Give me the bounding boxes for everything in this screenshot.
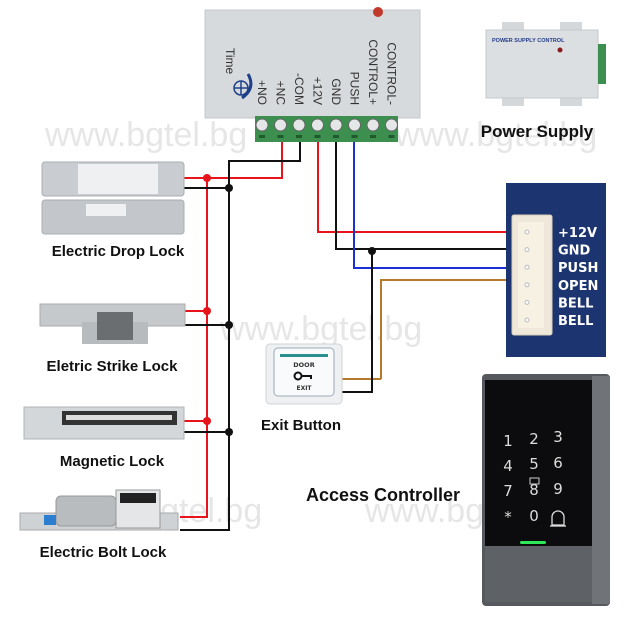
power-supply-unit: Time +NO +NC -COM +12V GND PUSH CONTROL+ CONTRO… xyxy=(204,7,421,142)
keypad-key[interactable]: 3 xyxy=(553,428,563,446)
magnetic-lock-label: Magnetic Lock xyxy=(60,453,165,470)
terminal-screw-icon[interactable] xyxy=(348,118,361,132)
terminal-label: +12V xyxy=(311,77,325,105)
key-icon xyxy=(293,371,312,381)
wire-gnd xyxy=(335,142,514,250)
terminal-slot xyxy=(333,135,339,138)
connector-pin xyxy=(524,317,530,323)
keypad-key[interactable]: 4 xyxy=(503,457,513,475)
keypad-key[interactable]: 6 xyxy=(553,454,563,472)
terminal-slot xyxy=(388,135,395,138)
connector-pin xyxy=(524,247,530,253)
keypad-key[interactable]: * xyxy=(504,508,512,526)
magnetic-lock xyxy=(23,406,185,440)
terminal-label: +NO xyxy=(255,80,269,105)
exit-button[interactable]: DOOR EXIT xyxy=(265,343,343,405)
terminal-label: PUSH xyxy=(348,72,362,105)
connector-pin-label: BELL xyxy=(558,296,593,311)
wire-open xyxy=(380,279,514,379)
keypad-key[interactable]: 1 xyxy=(503,432,513,450)
keypad-key[interactable]: 8 xyxy=(529,481,539,499)
junctions xyxy=(203,174,376,436)
terminal-slot xyxy=(296,135,302,138)
connector-pin-label: OPEN xyxy=(558,279,598,294)
bus-positive xyxy=(180,178,208,518)
connector-pin-label: +12V xyxy=(558,226,597,241)
status-led xyxy=(520,541,546,544)
watermark: www.bgtel.bg xyxy=(219,310,422,348)
connector-pin xyxy=(524,264,530,270)
connector-pin xyxy=(524,299,530,305)
terminal-slot xyxy=(277,135,284,138)
wire-com xyxy=(180,142,301,531)
keypad-key[interactable]: 9 xyxy=(553,480,563,498)
exit-text: EXIT xyxy=(296,385,312,392)
wire-nc xyxy=(180,142,283,179)
connector-pin xyxy=(524,229,530,235)
keypad-key[interactable]: 2 xyxy=(529,430,539,448)
power-supply-photo: POWER SUPPLY CONTROL xyxy=(485,22,606,106)
timer-knob-icon xyxy=(233,73,253,100)
keypad-key[interactable]: 5 xyxy=(529,455,539,473)
terminal-label: -COM xyxy=(292,73,306,105)
terminal-label: +NC xyxy=(274,81,288,106)
card-icon xyxy=(529,477,540,485)
keypad-key[interactable]: 0 xyxy=(529,507,539,525)
connector-pin-label: GND xyxy=(558,244,591,259)
terminal-screw-icon[interactable] xyxy=(292,118,306,132)
electric-drop-lock xyxy=(41,161,185,235)
terminal-screw-icon[interactable] xyxy=(274,118,287,132)
watermark: www.bgtel.bg xyxy=(394,116,597,154)
terminal-slot xyxy=(351,135,358,138)
terminal-slot xyxy=(370,135,376,138)
electric-strike-lock xyxy=(39,303,186,344)
drop-lock-label: Electric Drop Lock xyxy=(52,243,185,260)
terminal-screw-icon[interactable] xyxy=(329,118,343,132)
wire-12v xyxy=(317,142,514,233)
terminal-label: GND xyxy=(329,78,343,105)
terminal-label: CONTROL+ xyxy=(366,39,380,105)
exit-button-label: Exit Button xyxy=(261,417,341,434)
bolt-lock-label: Electric Bolt Lock xyxy=(40,544,167,561)
access-controller-label: Access Controller xyxy=(306,485,460,505)
terminal-label: CONTROL- xyxy=(385,42,399,105)
wires xyxy=(180,142,514,531)
connector-pin-label: PUSH xyxy=(558,261,598,276)
terminal-screw-icon[interactable] xyxy=(311,118,324,132)
watermark: www.bgtel.bg xyxy=(44,116,247,154)
strike-lock-label: Eletric Strike Lock xyxy=(47,358,179,375)
terminal-screw-icon[interactable] xyxy=(385,118,398,132)
electric-bolt-lock xyxy=(19,489,179,531)
connector-pin-label: BELL xyxy=(558,314,593,329)
power-supply-label: Power Supply xyxy=(481,122,594,141)
time-label: Time xyxy=(223,48,237,75)
keypad-key[interactable]: 7 xyxy=(503,482,513,500)
thumbnail-title: POWER SUPPLY CONTROL xyxy=(492,38,565,44)
connector-pin xyxy=(524,282,530,288)
controller-board: +12V GND PUSH OPEN BELL BELL xyxy=(506,183,606,357)
terminal-screw-icon[interactable] xyxy=(366,118,380,132)
terminal-slot xyxy=(314,135,321,138)
terminal-slot xyxy=(259,135,265,138)
wire-exit-gnd xyxy=(340,251,373,393)
bell-icon[interactable] xyxy=(550,510,566,527)
door-text: DOOR xyxy=(293,361,314,369)
wire-push xyxy=(353,142,514,269)
terminal-screw-icon[interactable] xyxy=(255,118,269,132)
